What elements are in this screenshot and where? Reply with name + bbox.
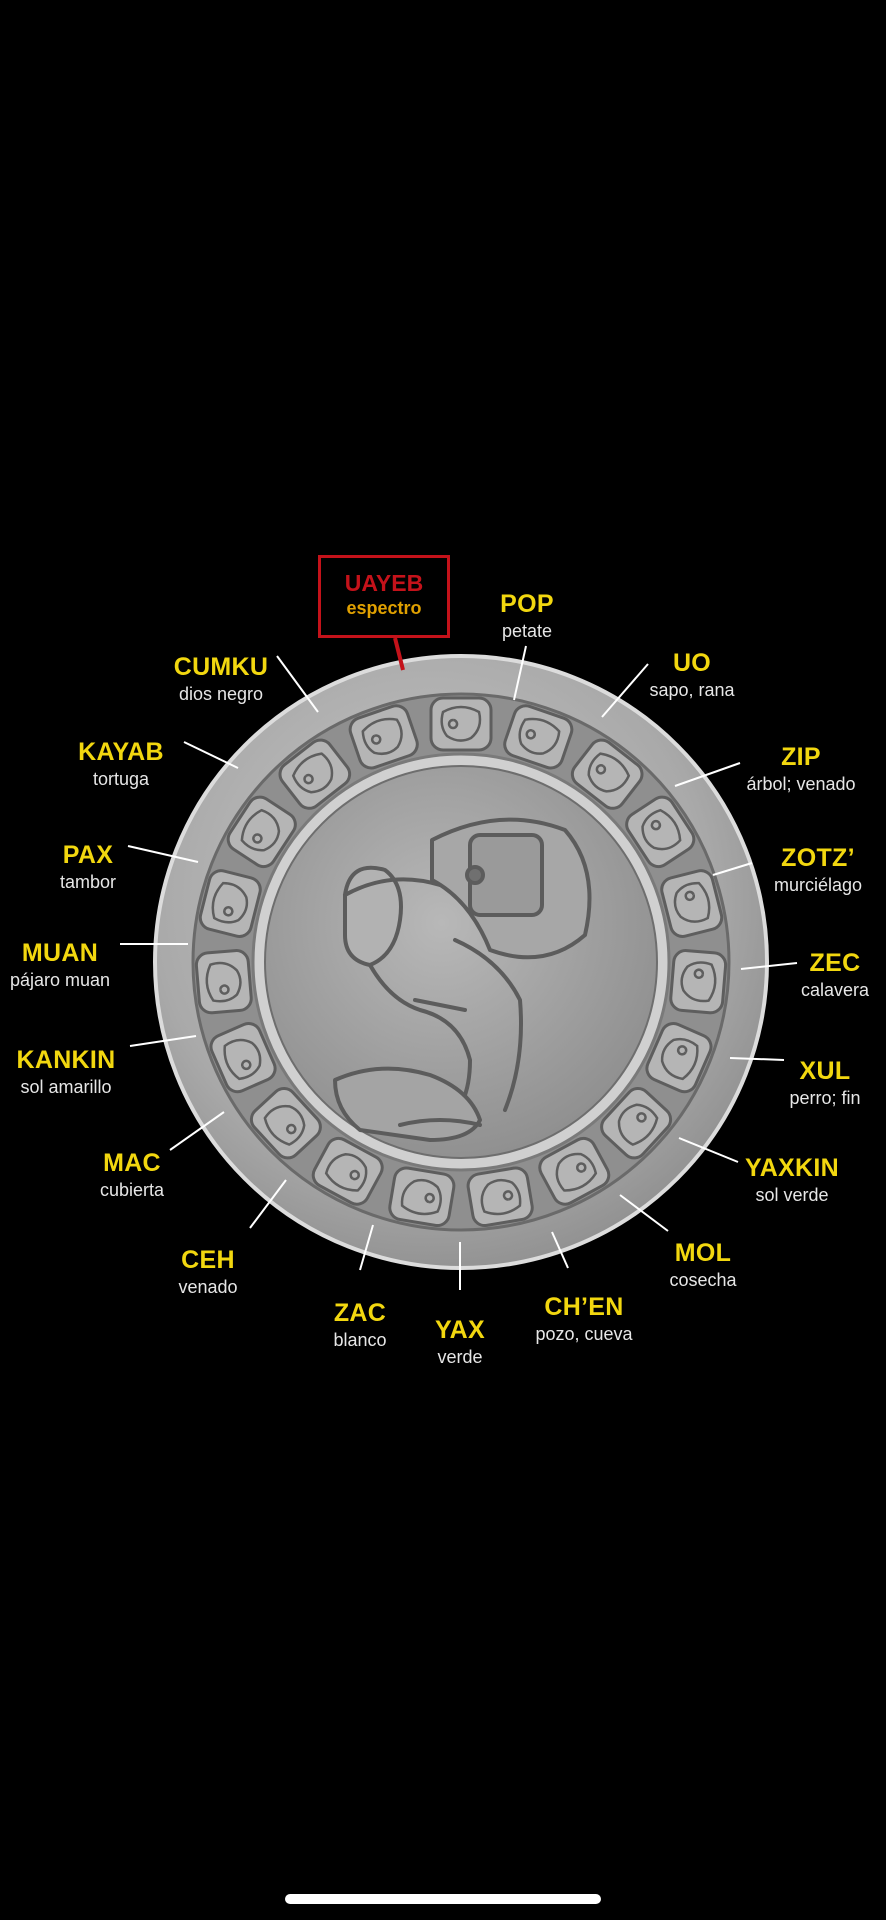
month-name: CH’EN (544, 1293, 624, 1321)
month-meaning: árbol; venado (746, 774, 856, 794)
month-name: MOL (674, 1239, 732, 1267)
glyph-block (226, 795, 297, 869)
uayeb-connector (393, 637, 405, 671)
month-name: PAX (62, 841, 114, 869)
month-label-ceh: CEH venado (178, 1246, 237, 1299)
month-name: MAC (103, 1149, 161, 1177)
month-name: UO (672, 649, 712, 677)
glyph-block (249, 1086, 322, 1160)
leader-line-yaxkin (678, 1137, 739, 1163)
month-meaning: dios negro (178, 684, 264, 704)
month-label-muan: MUAN pájaro muan (10, 939, 110, 992)
glyph-block (194, 949, 253, 1015)
leader-line-kayab (183, 741, 239, 769)
month-name: CEH (181, 1246, 235, 1274)
month-label-pax: PAX tambor (60, 841, 116, 894)
leader-line-mac (169, 1111, 225, 1151)
leader-line-zip (674, 762, 741, 787)
month-meaning: calavera (800, 980, 870, 1000)
month-meaning: petate (501, 621, 553, 641)
month-name: ZAC (333, 1299, 387, 1327)
leader-lines (120, 645, 798, 1290)
month-name: POP (500, 590, 554, 618)
uayeb-name: UAYEB (344, 570, 424, 596)
month-meaning: venado (178, 1277, 238, 1297)
month-name: XUL (799, 1057, 851, 1085)
leader-line-kankin (129, 1035, 197, 1047)
month-meaning: tambor (59, 872, 117, 892)
glyph-block (311, 1136, 384, 1206)
glyph-block (388, 1166, 456, 1228)
leader-line-zec (740, 962, 798, 970)
leader-line-pax (127, 845, 199, 863)
glyph-block (600, 1086, 673, 1160)
month-label-chen: CH’EN pozo, cueva (535, 1293, 632, 1346)
leader-line-uo (601, 663, 649, 718)
month-name: KANKIN (16, 1046, 116, 1074)
month-label-zip: ZIP árbol; venado (746, 743, 855, 796)
month-meaning: pozo, cueva (535, 1324, 633, 1344)
leader-line-zac (359, 1224, 374, 1271)
glyph-blocks (194, 696, 728, 1228)
home-indicator[interactable] (285, 1894, 601, 1904)
month-label-kayab: KAYAB tortuga (78, 738, 164, 791)
month-label-pop: POP petate (500, 590, 554, 643)
month-name: KAYAB (78, 738, 164, 766)
glyph-block (429, 696, 493, 752)
leader-line-cumku (276, 655, 319, 713)
glyph-block (348, 704, 419, 770)
glyph-block (278, 738, 352, 810)
month-label-zec: ZEC calavera (801, 949, 869, 1002)
month-meaning: verde (437, 1347, 483, 1367)
glyph-block (538, 1136, 611, 1206)
month-label-yax: YAX verde (435, 1316, 485, 1369)
glyph-block (660, 869, 724, 938)
month-name: YAXKIN (745, 1154, 839, 1182)
glyph-block (625, 795, 696, 869)
month-meaning: sapo, rana (649, 680, 735, 700)
seated-figure-carving (333, 817, 592, 1142)
leader-line-ceh (249, 1179, 287, 1229)
month-name: ZEC (809, 949, 861, 977)
glyph-block (466, 1166, 534, 1228)
month-meaning: tortuga (92, 769, 150, 789)
month-meaning: sol amarillo (20, 1077, 112, 1097)
month-label-mac: MAC cubierta (100, 1149, 164, 1202)
month-label-xul: XUL perro; fin (789, 1057, 860, 1110)
month-label-yaxkin: YAXKIN sol verde (745, 1154, 839, 1207)
uayeb-meaning: espectro (346, 598, 422, 618)
glyph-block (669, 949, 728, 1015)
month-meaning: perro; fin (789, 1088, 861, 1108)
month-meaning: cubierta (99, 1180, 165, 1200)
month-meaning: cosecha (669, 1270, 737, 1290)
leader-line-xul (729, 1057, 785, 1061)
month-label-mol: MOL cosecha (669, 1239, 736, 1292)
month-label-zac: ZAC blanco (333, 1299, 386, 1352)
glyph-block (570, 738, 644, 810)
glyph-block (503, 704, 574, 770)
month-label-zotz: ZOTZ’ murciélago (774, 844, 862, 897)
month-name: ZOTZ’ (781, 844, 855, 872)
month-name: YAX (434, 1316, 486, 1344)
month-meaning: murciélago (773, 875, 863, 895)
month-label-cumku: CUMKU dios negro (174, 653, 269, 706)
leader-line-zotz (712, 862, 753, 876)
leader-line-chen (551, 1231, 569, 1269)
leader-line-mol (619, 1194, 669, 1232)
glyph-block (198, 869, 262, 938)
glyph-block (209, 1021, 277, 1094)
month-label-uo: UO sapo, rana (649, 649, 734, 702)
month-name: ZIP (781, 743, 821, 771)
month-name: CUMKU (173, 653, 269, 681)
month-meaning: pájaro muan (9, 970, 111, 990)
month-meaning: sol verde (755, 1185, 829, 1205)
leader-line-pop (513, 645, 527, 701)
uayeb-highlight-box: UAYEB espectro (318, 555, 450, 638)
month-name: MUAN (21, 939, 99, 967)
glyph-block (645, 1021, 713, 1094)
month-label-kankin: KANKIN sol amarillo (16, 1046, 115, 1099)
month-meaning: blanco (333, 1330, 387, 1350)
